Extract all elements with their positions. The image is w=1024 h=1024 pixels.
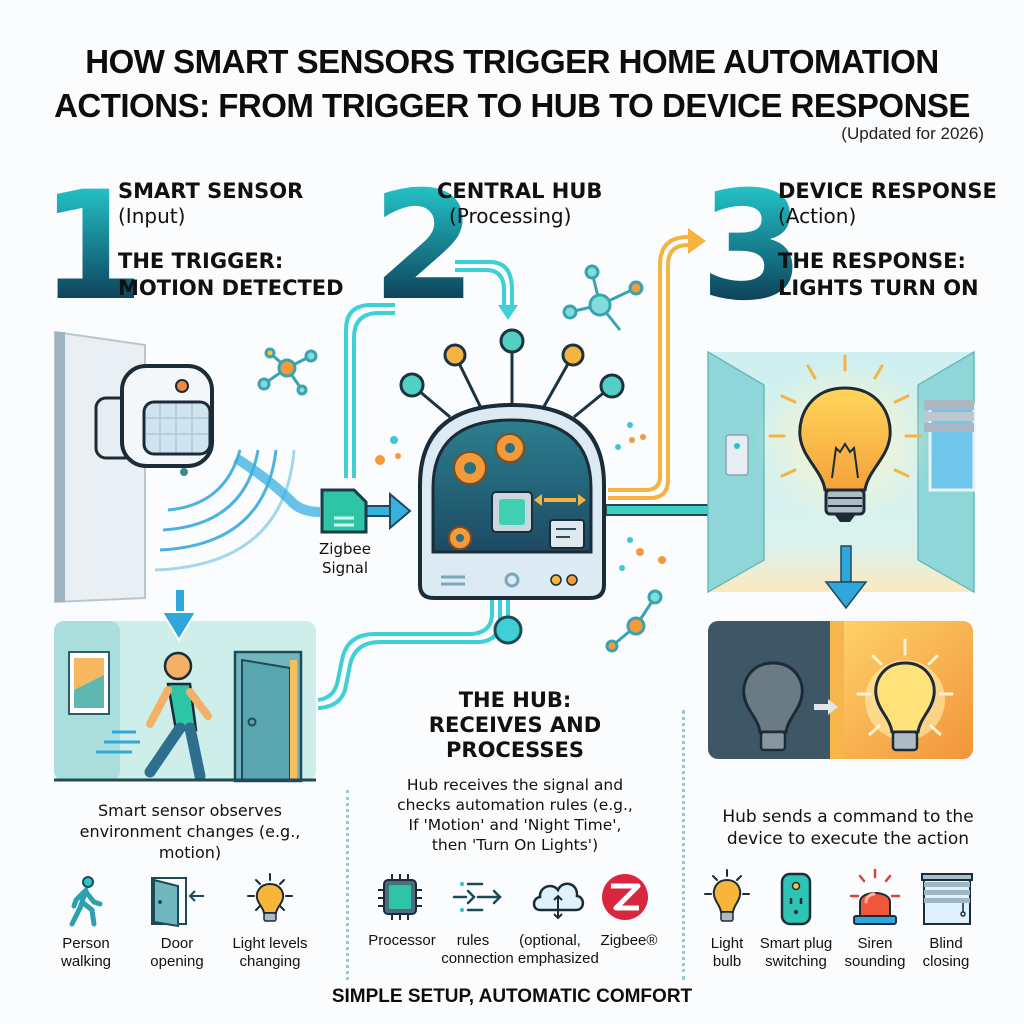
hub-caption-line-1: Hub receives the signal and xyxy=(406,776,624,794)
light-bulb-icon xyxy=(704,869,750,922)
hub-title-line-3: PROCESSES xyxy=(446,738,584,762)
label-line-1: Light xyxy=(710,935,744,952)
section-divider-left xyxy=(346,790,349,980)
sensor-icon-light-levels: Light levels changing xyxy=(222,872,318,971)
title-line-2: ACTIONS: FROM TRIGGER TO HUB TO DEVICE R… xyxy=(54,87,970,124)
sensor-caption: Smart sensor observes environment change… xyxy=(50,800,330,863)
label-line-1: Siren xyxy=(857,935,893,952)
connector-hub-to-response xyxy=(608,235,690,500)
light-bulb-icon xyxy=(247,873,293,922)
sensor-caption-line-2: environment changes (e.g., xyxy=(79,822,301,841)
step-3-callout-line-1: THE RESPONSE: xyxy=(778,249,966,273)
step-1-header: SMART SENSOR (Input) THE TRIGGER: MOTION… xyxy=(118,178,344,302)
step-2-role: (Processing) xyxy=(449,204,572,228)
hub-title-line-2: RECEIVES AND xyxy=(428,713,602,737)
step-1-callout-line-2: MOTION DETECTED xyxy=(118,276,344,300)
arrow-into-hub xyxy=(455,260,514,305)
zigbee-signal-label: Zigbee Signal xyxy=(300,540,390,578)
sensor-caption-line-3: motion) xyxy=(158,843,222,862)
confetti-dots xyxy=(375,422,666,571)
sensor-icon-person-walking: Person walking xyxy=(56,872,116,971)
zigbee-logo-icon xyxy=(602,874,648,920)
label-line-2: bulb xyxy=(712,953,742,970)
step-2-header: CENTRAL HUB (Processing) xyxy=(437,178,602,228)
hub-caption-line-3: If 'Motion' and 'Night Time', xyxy=(408,816,622,834)
room-illustration xyxy=(707,350,976,594)
device-icon-blind: Blind closing xyxy=(912,868,980,971)
rules-label: rules xyxy=(456,932,490,949)
section-divider-right xyxy=(682,710,685,980)
hub-icons-row xyxy=(362,872,672,922)
person-walking-icon xyxy=(69,876,103,927)
label-line-2: closing xyxy=(922,953,970,970)
label-line-1: Light levels xyxy=(232,935,308,952)
connector-sensor-to-hub-top xyxy=(344,303,395,478)
label-line-1: Blind xyxy=(929,935,963,952)
processor-label: Processor xyxy=(368,932,436,949)
zigbee-signal-label-line-2: Signal xyxy=(321,559,369,577)
person-walking-panel xyxy=(54,621,316,783)
label-line-1: Smart plug xyxy=(759,935,833,952)
device-caption-line-1: Hub sends a command to the xyxy=(722,807,974,827)
motion-sensor-illustration xyxy=(54,330,214,604)
zigbee-signal-label-line-1: Zigbee xyxy=(319,540,371,558)
label-line-2: changing xyxy=(239,953,301,970)
rules-icon xyxy=(452,882,502,912)
door-opening-icon xyxy=(151,877,204,928)
hub-section: THE HUB: RECEIVES AND PROCESSES Hub rece… xyxy=(380,688,650,855)
cloud-label: (optional, xyxy=(519,932,581,949)
smart-plug-icon xyxy=(780,872,812,926)
bulb-off-on-panel xyxy=(708,621,973,759)
step-1-callout-line-1: THE TRIGGER: xyxy=(118,249,284,273)
hub-title-line-1: THE HUB: xyxy=(458,688,572,712)
label-line-2: sounding xyxy=(844,953,906,970)
network-node-decoration-1 xyxy=(257,347,318,396)
device-caption-line-2: device to execute the action xyxy=(726,829,970,849)
step-3-number: 3 xyxy=(700,160,805,334)
hub-caption-line-2: checks automation rules (e.g., xyxy=(397,796,633,814)
footer-tagline: SIMPLE SETUP, AUTOMATIC COMFORT xyxy=(331,986,693,1007)
network-node-decoration-2 xyxy=(562,264,644,331)
step-3-heading: DEVICE RESPONSE xyxy=(778,179,997,203)
page-title: HOW SMART SENSORS TRIGGER HOME AUTOMATIO… xyxy=(0,40,1024,128)
step-3-role: (Action) xyxy=(778,204,857,228)
blind-icon xyxy=(921,873,973,925)
label-line-2: walking xyxy=(60,953,112,970)
subtitle: (Updated for 2026) xyxy=(841,124,984,143)
network-node-decoration-3 xyxy=(605,589,663,653)
device-icon-siren: Siren sounding xyxy=(838,868,912,971)
label-line-2: switching xyxy=(765,953,827,970)
step-2-number: 2 xyxy=(372,160,477,334)
zigbee-label: Zigbee® xyxy=(600,932,658,949)
title-line-1: HOW SMART SENSORS TRIGGER HOME AUTOMATIO… xyxy=(85,43,939,80)
siren-icon xyxy=(849,868,901,925)
central-hub-illustration xyxy=(399,328,625,600)
label-line-1: Door xyxy=(160,935,194,952)
sensor-caption-line-1: Smart sensor observes xyxy=(98,801,282,820)
step-3-header: DEVICE RESPONSE (Action) THE RESPONSE: L… xyxy=(778,178,997,302)
step-1-heading: SMART SENSOR xyxy=(118,179,304,203)
zigbee-signal-icon xyxy=(320,488,368,534)
label-line-1: Person xyxy=(62,935,110,952)
hub-icons-label-line-2: connection emphasized xyxy=(441,950,599,967)
step-3-callout-line-2: LIGHTS TURN ON xyxy=(778,276,979,300)
device-icon-light-bulb: Light bulb xyxy=(696,868,758,971)
device-icon-smart-plug: Smart plug switching xyxy=(754,868,838,971)
step-2-heading: CENTRAL HUB xyxy=(437,179,603,203)
hub-caption-line-4: then 'Turn On Lights') xyxy=(431,836,599,854)
cloud-sync-icon xyxy=(532,882,585,920)
label-line-2: opening xyxy=(150,953,204,970)
device-caption: Hub sends a command to the device to exe… xyxy=(696,806,1000,850)
processor-icon xyxy=(378,874,422,920)
step-1-role: (Input) xyxy=(118,204,186,228)
sensor-icon-door-opening: Door opening xyxy=(144,872,210,971)
step-1-number: 1 xyxy=(40,160,145,334)
